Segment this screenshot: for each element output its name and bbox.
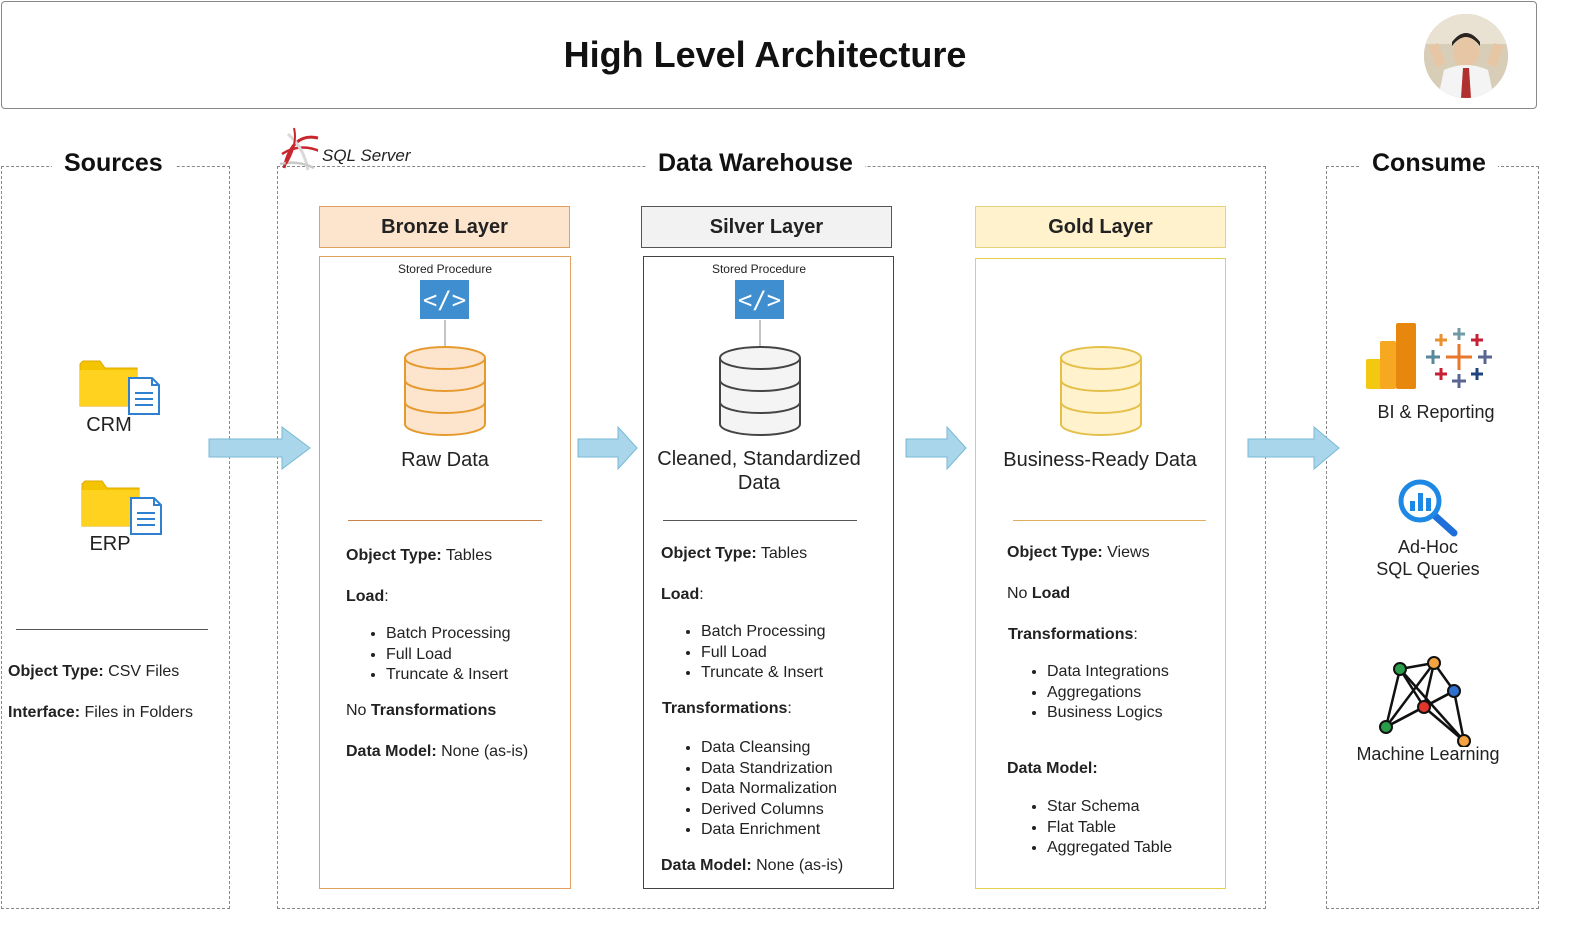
network-graph-icon <box>1379 656 1471 747</box>
silver-transformations-label: Transformations: <box>662 700 792 717</box>
silver-sp-label: Stored Procedure <box>711 262 807 276</box>
arrow-gold-to-consume <box>1247 426 1340 470</box>
consume-adhoc-line2: SQL Queries <box>1376 559 1480 579</box>
consume-adhoc-line1: Ad-Hoc <box>1397 537 1459 557</box>
list-item: Data Normalization <box>701 779 837 800</box>
bronze-data-model: Data Model: None (as-is) <box>346 743 529 760</box>
list-item: Data Enrichment <box>701 820 837 841</box>
avatar <box>1424 14 1508 98</box>
sources-divider <box>16 629 208 630</box>
silver-database-icon <box>719 320 801 436</box>
list-item: Data Cleansing <box>701 738 837 759</box>
gold-database-icon <box>1060 346 1142 436</box>
erp-folder-icon <box>81 478 163 541</box>
sql-server-label: SQL Server <box>318 146 415 166</box>
silver-layer-box <box>643 256 894 889</box>
silver-object-type: Object Type: Tables <box>661 545 808 562</box>
list-item: Truncate & Insert <box>386 665 511 686</box>
bronze-description: Raw Data <box>401 449 489 471</box>
bronze-layer-box <box>319 256 571 889</box>
crm-folder-icon <box>79 358 161 421</box>
silver-load-label: Load: <box>661 586 704 603</box>
page-title: High Level Architecture <box>563 34 967 75</box>
sources-object-type: Object Type: CSV Files <box>8 663 180 680</box>
tableau-icon <box>1426 328 1492 388</box>
bronze-load-list: Batch Processing Full Load Truncate & In… <box>346 624 511 686</box>
silver-load-list: Batch Processing Full Load Truncate & In… <box>661 622 826 684</box>
gold-data-model-list: Star Schema Flat Table Aggregated Table <box>1007 797 1172 859</box>
gold-divider <box>1013 520 1206 521</box>
list-item: Batch Processing <box>386 624 511 645</box>
bronze-load-label: Load: <box>346 588 389 605</box>
sources-interface: Interface: Files in Folders <box>8 704 193 721</box>
list-item: Full Load <box>386 645 511 666</box>
silver-divider <box>663 520 857 521</box>
gold-description: Business-Ready Data <box>1003 449 1197 471</box>
bronze-sp-label: Stored Procedure <box>397 262 493 276</box>
list-item: Truncate & Insert <box>701 663 826 684</box>
gold-load: No Load <box>1007 585 1071 602</box>
list-item: Derived Columns <box>701 800 837 821</box>
consume-title: Consume <box>1360 149 1498 178</box>
list-item: Star Schema <box>1047 797 1172 818</box>
power-bi-icon <box>1366 323 1416 389</box>
gold-layer-header: Gold Layer <box>975 206 1226 248</box>
bronze-object-type: Object Type: Tables <box>346 547 493 564</box>
silver-layer-header: Silver Layer <box>641 206 892 248</box>
gold-object-type: Object Type: Views <box>1007 544 1150 561</box>
consume-bi-label: BI & Reporting <box>1377 402 1495 422</box>
sources-title: Sources <box>52 149 175 178</box>
gold-layer-box <box>975 258 1226 889</box>
arrow-bronze-to-silver <box>577 426 638 470</box>
search-analytics-icon <box>1398 479 1458 537</box>
silver-data-model: Data Model: None (as-is) <box>661 857 844 874</box>
list-item: Data Standrization <box>701 759 837 780</box>
list-item: Batch Processing <box>701 622 826 643</box>
arrow-sources-to-bronze <box>208 426 311 470</box>
list-item: Flat Table <box>1047 818 1172 839</box>
source-crm-label: CRM <box>86 414 132 436</box>
list-item: Business Logics <box>1047 703 1169 724</box>
arrow-silver-to-gold <box>905 426 967 470</box>
silver-code-icon: </> <box>735 280 784 319</box>
list-item: Aggregations <box>1047 683 1169 704</box>
header-banner <box>1 1 1537 109</box>
gold-data-model-label: Data Model: <box>1007 760 1098 777</box>
gold-transformations-label: Transformations: <box>1008 626 1138 643</box>
list-item: Data Integrations <box>1047 662 1169 683</box>
silver-transformations-list: Data Cleansing Data Standrization Data N… <box>661 738 837 841</box>
sql-server-icon <box>278 124 324 179</box>
warehouse-title: Data Warehouse <box>646 149 865 178</box>
bronze-code-icon: </> <box>420 280 469 319</box>
consume-ml-label: Machine Learning <box>1356 744 1500 764</box>
bronze-transformations: No Transformations <box>346 702 497 719</box>
silver-description-line1: Cleaned, Standardized <box>657 448 861 470</box>
silver-description-line2: Data <box>737 472 781 494</box>
list-item: Aggregated Table <box>1047 838 1172 859</box>
bronze-layer-header: Bronze Layer <box>319 206 570 248</box>
bronze-divider <box>348 520 542 521</box>
bronze-database-icon <box>404 320 486 436</box>
source-erp-label: ERP <box>89 533 131 555</box>
list-item: Full Load <box>701 643 826 664</box>
gold-transformations-list: Data Integrations Aggregations Business … <box>1007 662 1169 724</box>
